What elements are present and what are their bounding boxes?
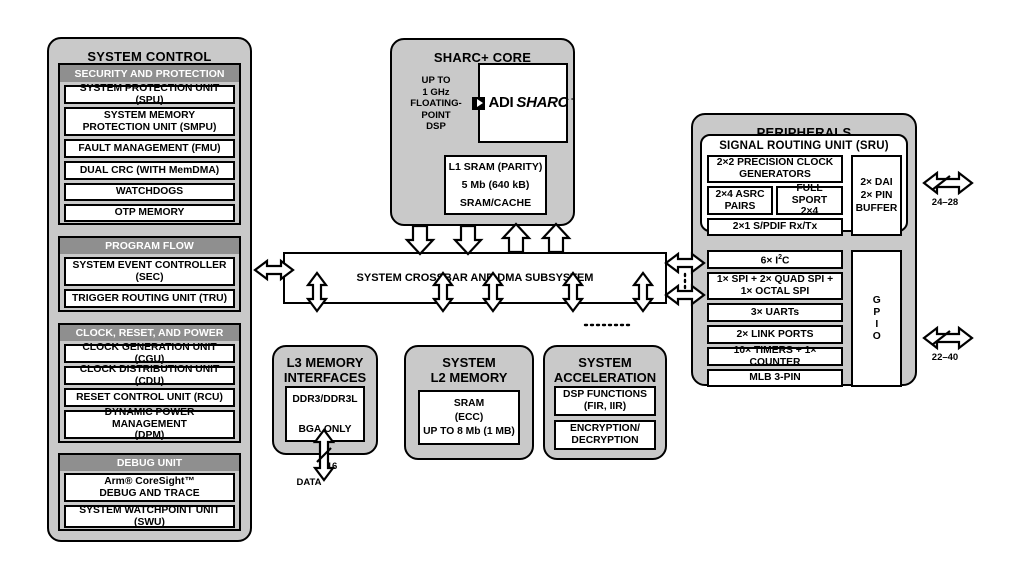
adi-triangle-icon	[472, 96, 486, 110]
cell-encryption-decryption: ENCRYPTION/ DECRYPTION	[554, 420, 656, 450]
cell-trigger-routing-unit: TRIGGER ROUTING UNIT (TRU)	[64, 289, 235, 308]
cell-system-event-controller: SYSTEM EVENT CONTROLLER (SEC)	[64, 257, 235, 286]
sharc-wordmark: SHARC	[516, 94, 569, 111]
system-acceleration-title: SYSTEM ACCELERATION	[553, 355, 657, 385]
adi-sharc-logo: ADI SHARC˚	[472, 94, 574, 111]
label-ddr3-data: DATA	[296, 477, 322, 488]
cell-dai-pin-buffer: 2× DAI 2× PIN BUFFER	[851, 155, 902, 236]
group-header-security: SECURITY AND PROTECTION	[60, 65, 239, 82]
label-gpio-pin-count: 22–40	[931, 352, 959, 363]
i2c-label: 6× I2C	[760, 254, 790, 267]
cell-i2c: 6× I2C	[707, 250, 843, 269]
cell-dynamic-power-management: DYNAMIC POWER MANAGEMENT (DPM)	[64, 407, 235, 441]
cell-fault-management: FAULT MANAGEMENT (FMU)	[64, 139, 235, 158]
cell-clock-distribution-unit: CLOCK DISTRIBUTION UNIT (CDU)	[64, 364, 235, 387]
cell-dsp-functions: DSP FUNCTIONS (FIR, IIR)	[554, 386, 656, 416]
cell-full-sport: FULL SPORT 2×4	[776, 183, 843, 217]
cell-asrc-pairs: 2×4 ASRC PAIRS	[707, 186, 773, 215]
cell-system-protection-unit: SYSTEM PROTECTION UNIT (SPU)	[64, 83, 235, 106]
system-control-title: SYSTEM CONTROL	[87, 49, 212, 64]
cell-reset-control-unit: RESET CONTROL UNIT (RCU)	[64, 388, 235, 407]
sru-header: SIGNAL ROUTING UNIT (SRU)	[719, 140, 889, 152]
sharc-core-spec-text: UP TO 1 GHz FLOATING-POINT DSP	[410, 75, 462, 132]
cell-otp-memory: OTP MEMORY	[64, 204, 235, 222]
cell-watchdogs: WATCHDOGS	[64, 183, 235, 201]
cell-gpio: GPIO	[851, 250, 902, 387]
system-crossbar-box: SYSTEM CROSSBAR AND DMA SUBSYSTEM	[283, 252, 667, 304]
cell-spi: 1× SPI + 2× QUAD SPI + 1× OCTAL SPI	[707, 272, 843, 300]
label-dai-pin-count: 24–28	[931, 197, 959, 208]
cell-uarts: 3× UARTs	[707, 303, 843, 322]
group-header-debug-unit: DEBUG UNIT	[60, 455, 239, 471]
cell-system-memory-protection-unit: SYSTEM MEMORY PROTECTION UNIT (SMPU)	[64, 107, 235, 136]
adi-sharc-logo-box: ADI SHARC˚	[472, 63, 574, 143]
cell-precision-clock-generators: 2×2 PRECISION CLOCK GENERATORS	[707, 155, 843, 183]
cell-coresight-debug-and-trace: Arm® CoreSight™ DEBUG AND TRACE	[64, 473, 235, 502]
cell-mlb: MLB 3-PIN	[707, 369, 843, 387]
ddr3-box: DDR3/DDR3L BGA ONLY	[285, 386, 365, 442]
debug-and-trace-label: DEBUG AND TRACE	[99, 487, 200, 499]
coresight-label: Arm® CoreSight™	[104, 475, 195, 487]
l1-sram-box: L1 SRAM (PARITY) 5 Mb (640 kB) SRAM/CACH…	[444, 155, 547, 215]
cell-spdif: 2×1 S/PDIF Rx/Tx	[707, 218, 843, 236]
adi-wordmark: ADI	[488, 94, 514, 111]
l3-memory-title: L3 MEMORY INTERFACES	[283, 355, 367, 385]
cell-link-ports: 2× LINK PORTS	[707, 325, 843, 344]
sharc-core-title: SHARC+ CORE	[433, 50, 532, 65]
l2-memory-title: SYSTEM L2 MEMORY	[430, 355, 508, 385]
cell-dual-crc: DUAL CRC (WITH MemDMA)	[64, 161, 235, 180]
cell-timers-counter: 10× TIMERS + 1× COUNTER	[707, 345, 843, 368]
cell-system-watchpoint-unit: SYSTEM WATCHPOINT UNIT (SWU)	[64, 505, 235, 528]
cell-clock-generation-unit: CLOCK GENERATION UNIT (CGU)	[64, 342, 235, 365]
l2-sram-box: SRAM (ECC) UP TO 8 Mb (1 MB)	[418, 390, 520, 445]
trademark-mark: ˚	[571, 99, 574, 106]
group-header-clock-reset-power: CLOCK, RESET, AND POWER	[60, 325, 239, 341]
group-header-program-flow: PROGRAM FLOW	[60, 238, 239, 254]
gpio-label: GPIO	[871, 294, 883, 343]
label-ddr3-bus-width: 16	[326, 461, 338, 472]
